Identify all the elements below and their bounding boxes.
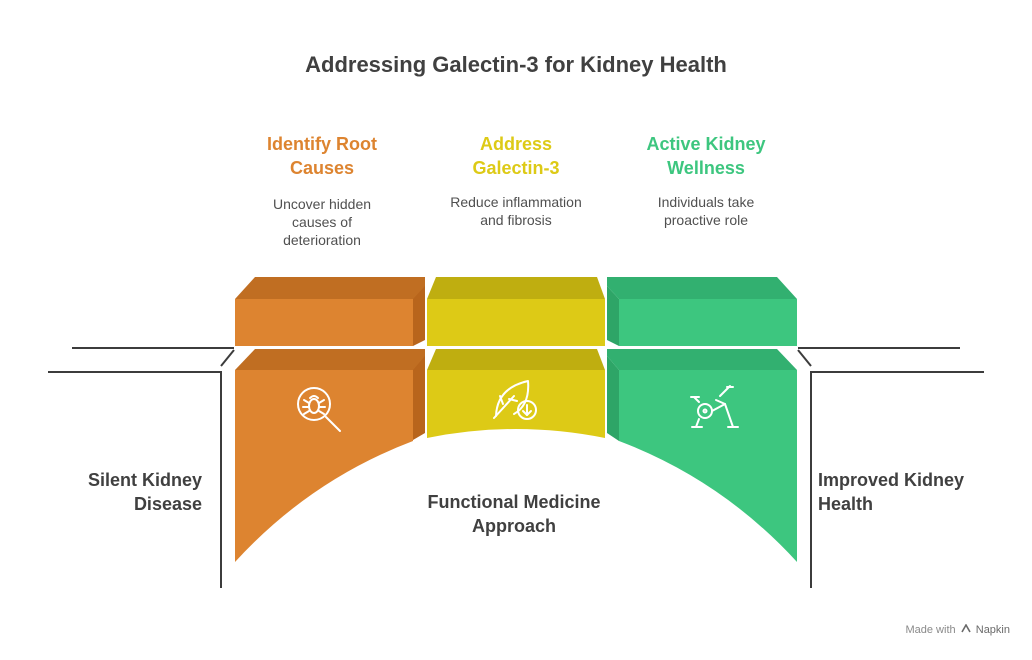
stage-1-pier-side — [413, 356, 425, 440]
stage-2-description: Reduce inflammation and fibrosis — [431, 193, 601, 229]
leaf-down-arrow-icon — [493, 380, 537, 420]
watermark-made-with: Made with — [905, 624, 956, 636]
stage-3-top-side — [607, 286, 619, 346]
stage-1-desc-line3: deterioration — [283, 232, 361, 248]
napkin-logo-icon — [960, 623, 971, 636]
end-label-line1: Improved Kidney — [818, 470, 965, 490]
stage-1-pier-face — [235, 370, 413, 562]
stage-3-pier-bevel — [607, 349, 797, 370]
stage-2-pier-face — [427, 370, 605, 438]
left-lower-road-line — [48, 371, 222, 588]
stage-1-description: Uncover hidden causes of deterioration — [237, 195, 407, 249]
stage-2-desc-line2: and fibrosis — [480, 212, 552, 228]
stage-2-pier-bevel — [427, 349, 605, 370]
bridge-label-line2: Approach — [471, 516, 556, 536]
stage-3-title: Active Kidney Wellness — [606, 132, 806, 180]
stage-2-title: Address Galectin-3 — [416, 132, 616, 180]
watermark-brand: Napkin — [975, 624, 1010, 636]
stage-3-title-line1: Active Kidney — [646, 134, 766, 154]
stage-1-top-face — [235, 299, 413, 346]
end-label-line2: Health — [818, 494, 874, 514]
start-label-line2: Disease — [133, 494, 202, 514]
exercise-bike-icon — [690, 385, 739, 428]
stage-1-top-bevel — [235, 277, 425, 299]
stage-3-pier-side — [607, 356, 619, 441]
stage-1-title-line2: Causes — [289, 158, 355, 178]
stage-3-block — [607, 277, 797, 562]
bridge-label: Functional Medicine Approach — [394, 490, 634, 538]
start-label-line1: Silent Kidney — [87, 470, 202, 490]
stage-3-title-line2: Wellness — [667, 158, 745, 178]
stage-3-desc-line2: proactive role — [663, 212, 749, 228]
stage-2-desc-line1: Reduce inflammation — [450, 194, 582, 210]
stage-2-top-bevel — [427, 277, 605, 299]
left-connector-line — [220, 349, 235, 367]
right-connector-line — [797, 349, 812, 367]
stage-3-top-bevel — [607, 277, 797, 299]
stage-2-top-face — [427, 299, 605, 346]
start-label: Silent Kidney Disease — [82, 468, 202, 516]
watermark: Made with Napkin — [905, 623, 1010, 636]
right-lower-road-line — [810, 371, 984, 588]
stage-1-desc-line1: Uncover hidden — [272, 196, 372, 212]
road-lines — [48, 347, 984, 588]
stage-1-desc-line2: causes of — [292, 214, 352, 230]
stage-3-pier-face — [619, 370, 797, 562]
stage-3-top-face — [619, 299, 797, 346]
stage-1-pier-bevel — [235, 349, 425, 370]
end-label: Improved Kidney Health — [818, 468, 998, 516]
stage-2-title-line2: Galectin-3 — [472, 158, 560, 178]
bug-magnifier-icon — [297, 387, 341, 432]
stage-1-block — [235, 277, 425, 562]
stage-3-description: Individuals take proactive role — [621, 193, 791, 229]
bridge-label-line1: Functional Medicine — [427, 492, 601, 512]
stage-1-top-side — [413, 286, 425, 346]
page-title: Addressing Galectin-3 for Kidney Health — [305, 52, 727, 77]
stage-3-desc-line1: Individuals take — [657, 194, 755, 210]
stage-1-title-line1: Identify Root — [267, 134, 377, 154]
stage-2-title-line1: Address — [479, 134, 553, 154]
stage-2-block — [427, 277, 605, 438]
stage-1-title: Identify Root Causes — [222, 132, 422, 180]
